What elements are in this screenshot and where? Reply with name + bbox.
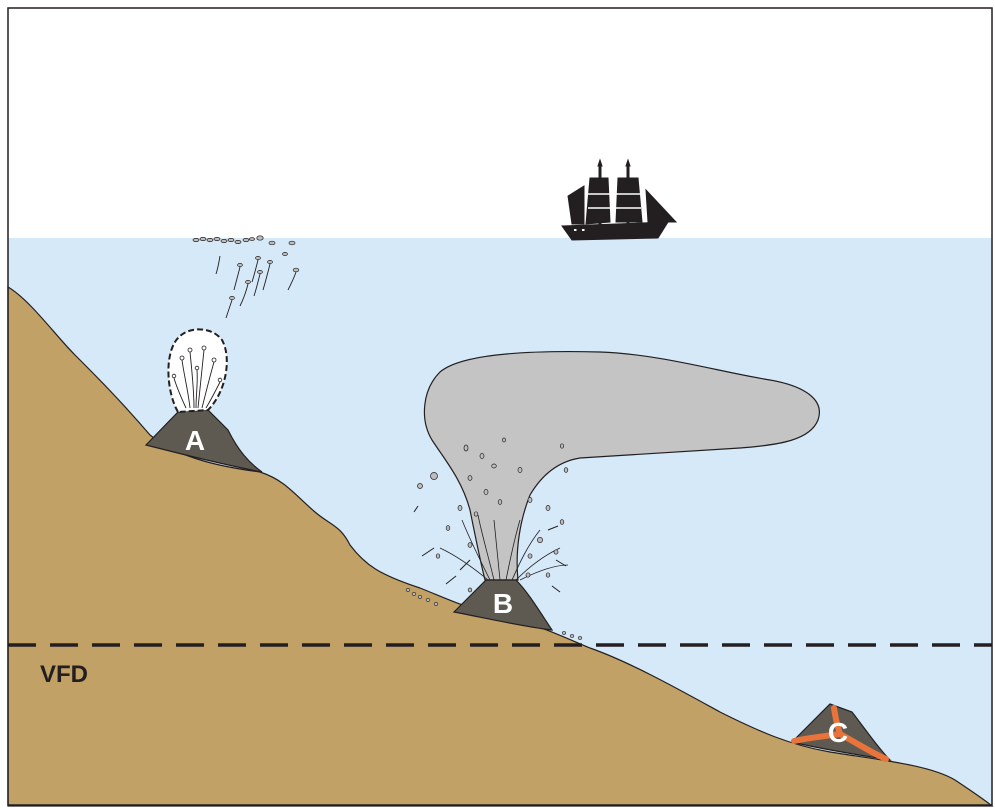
seafloor-slope xyxy=(7,285,994,807)
ash-dashes xyxy=(413,505,567,593)
volcano-c: C xyxy=(790,703,892,762)
volcano-b-label: B xyxy=(493,588,513,619)
pumice-trails xyxy=(215,255,297,319)
volcano-a-eruption-plume xyxy=(167,328,228,414)
diagram-frame xyxy=(7,7,993,806)
volcano-b-ash-column xyxy=(413,350,820,593)
volcano-b-debris xyxy=(405,588,583,640)
volcano-b: B xyxy=(452,579,554,631)
volcano-b-cone xyxy=(452,579,554,631)
volcano-a-cone xyxy=(144,409,263,473)
volcano-c-lava-flows xyxy=(791,705,889,762)
vfd-label: VFD xyxy=(40,661,88,688)
sailing-ship-icon xyxy=(561,158,678,241)
pumice-raft xyxy=(192,235,300,300)
volcano-a-label: A xyxy=(185,425,205,456)
volcano-c-label: C xyxy=(828,717,848,748)
ash-particles xyxy=(417,437,569,593)
volcano-a-ejecta-lines xyxy=(173,349,221,409)
volcano-a: A xyxy=(144,328,263,473)
volcano-a-ejecta-particles xyxy=(171,345,223,383)
sky xyxy=(0,0,995,240)
ash-cloud xyxy=(423,350,820,581)
